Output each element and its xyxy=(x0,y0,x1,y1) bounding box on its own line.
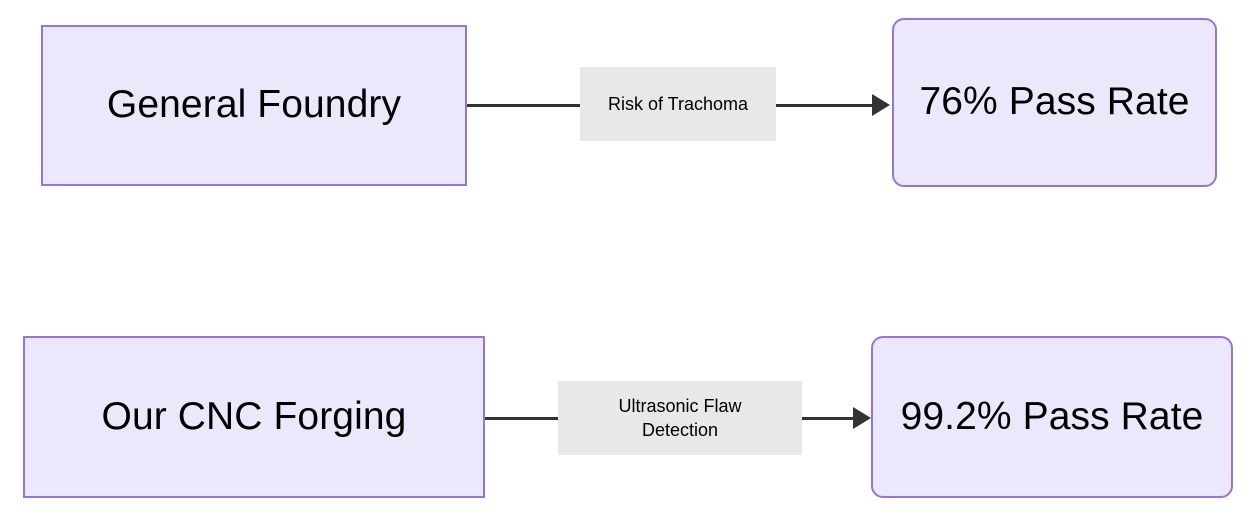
node-pass-rate-76[interactable]: 76% Pass Rate xyxy=(892,18,1217,187)
node-general-foundry-label: General Foundry xyxy=(106,83,402,127)
arrow-right-icon xyxy=(872,94,890,116)
edge-top-label: Risk of Trachoma xyxy=(580,67,776,141)
node-pass-rate-99-2-label: 99.2% Pass Rate xyxy=(900,394,1204,438)
node-pass-rate-76-label: 76% Pass Rate xyxy=(919,80,1190,124)
edge-bottom-label-line-1: Ultrasonic Flaw xyxy=(618,395,742,416)
node-our-cnc-forging-label: Our CNC Forging xyxy=(101,394,407,438)
edge-top-label-text: Risk of Trachoma xyxy=(607,93,749,114)
edge-bottom-label: Ultrasonic Flaw Detection xyxy=(558,381,802,455)
node-pass-rate-99-2[interactable]: 99.2% Pass Rate xyxy=(871,336,1233,498)
node-general-foundry[interactable]: General Foundry xyxy=(41,25,467,186)
node-our-cnc-forging[interactable]: Our CNC Forging xyxy=(23,336,485,498)
edge-bottom-label-line-2: Detection xyxy=(641,420,719,440)
arrow-right-icon xyxy=(853,407,871,429)
